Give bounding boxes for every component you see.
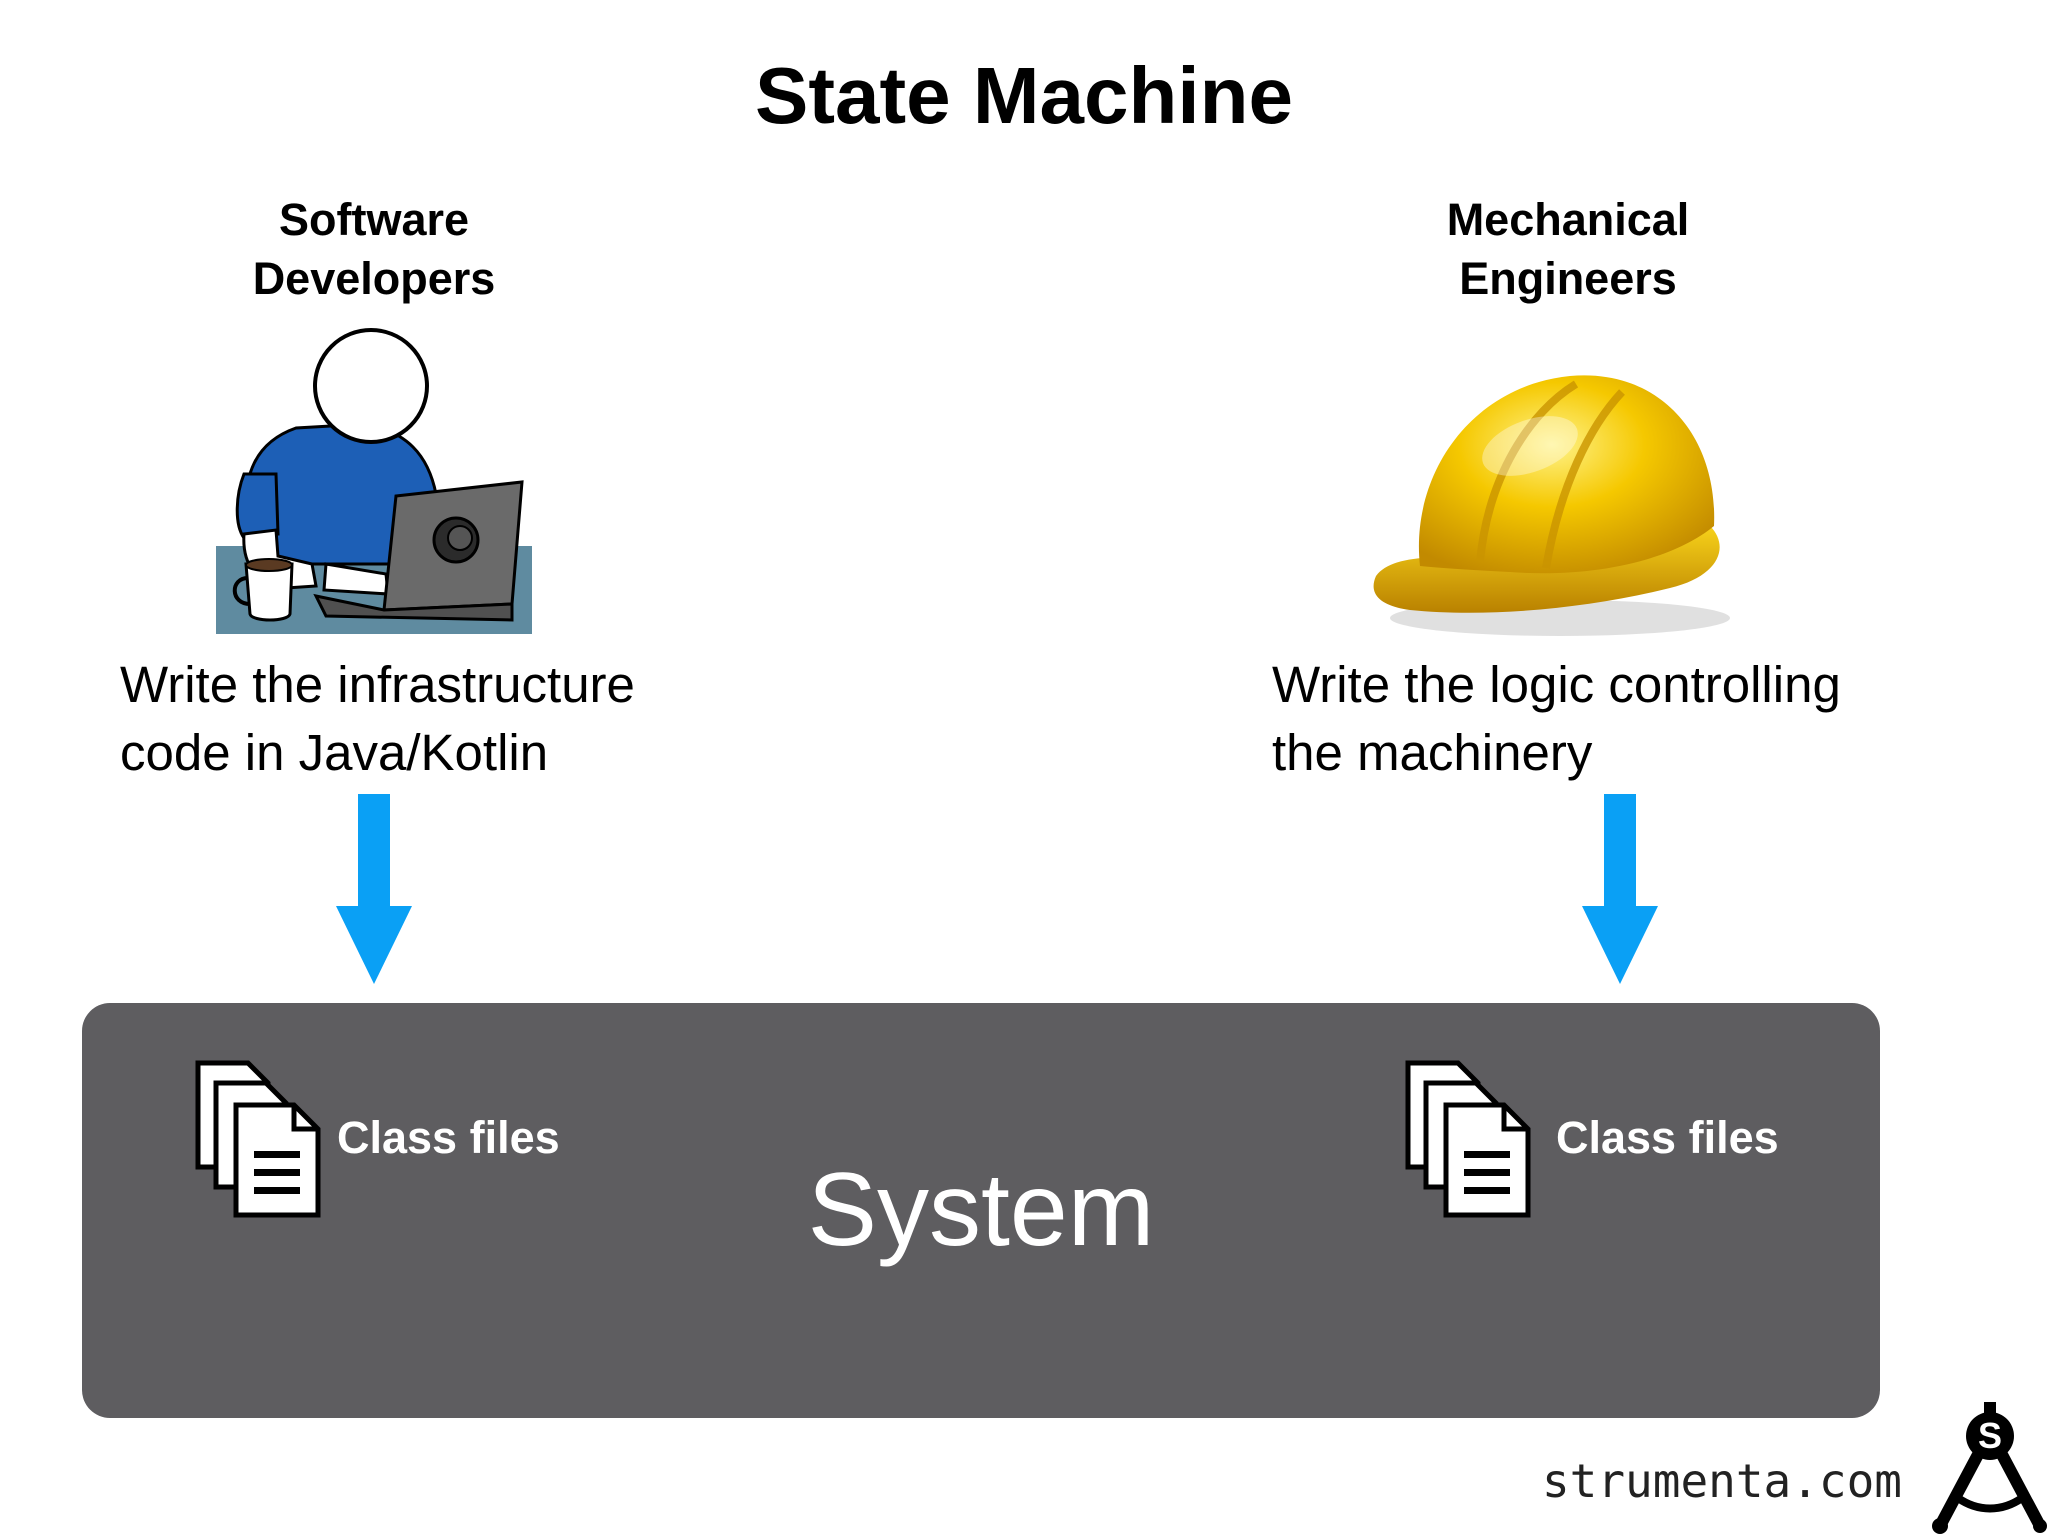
role-description-software-developers: Write the infrastructure code in Java/Ko… [120, 651, 760, 787]
system-label: System [807, 1152, 1155, 1268]
documents-icon [194, 1059, 322, 1219]
description-line: Write the logic controlling [1272, 656, 1841, 713]
slide-title: State Machine [755, 51, 1293, 140]
role-label-line: Software [278, 194, 470, 245]
arrow-down-right [1582, 794, 1658, 984]
class-files-label-left: Class files [337, 1112, 560, 1163]
developer-at-laptop-icon [216, 324, 532, 634]
documents-icon [1404, 1059, 1532, 1219]
role-label-line: Developers [252, 253, 496, 304]
role-label-mechanical-engineers: Mechanical Engineers [1338, 190, 1798, 308]
footer-site-link[interactable]: strumenta.com [1541, 1454, 1902, 1508]
description-line: the machinery [1272, 724, 1593, 781]
system-box: Class files Class files System [82, 1003, 1880, 1418]
class-files-label-right: Class files [1556, 1112, 1779, 1163]
arrow-down-left [336, 794, 412, 984]
role-label-line: Engineers [1459, 253, 1677, 304]
role-label-software-developers: Software Developers [144, 190, 604, 308]
role-description-mechanical-engineers: Write the logic controlling the machiner… [1272, 651, 1912, 787]
strumenta-logo-icon: S [1932, 1402, 2048, 1536]
description-line: code in Java/Kotlin [120, 724, 549, 781]
hard-hat-icon [1370, 356, 1740, 646]
logo-letter: S [1977, 1415, 2002, 1456]
role-label-line: Mechanical [1446, 194, 1690, 245]
description-line: Write the infrastructure [120, 656, 635, 713]
